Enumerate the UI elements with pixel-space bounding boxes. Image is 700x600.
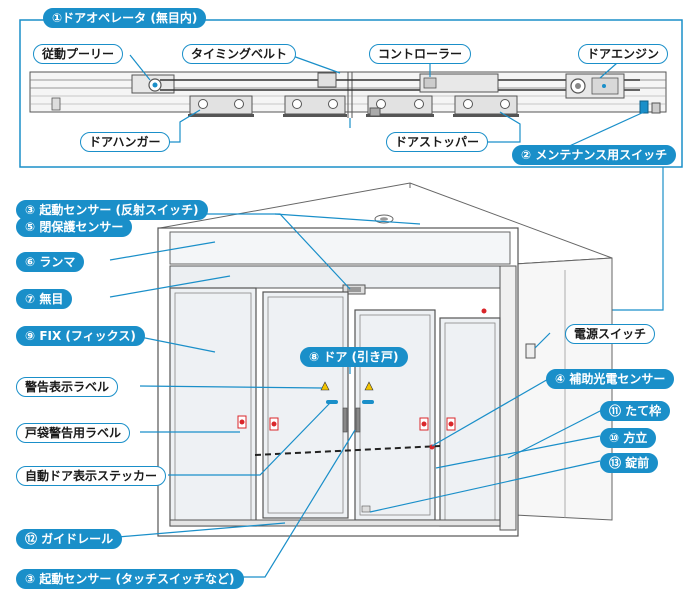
label-door-hanger: ドアハンガー bbox=[80, 132, 170, 152]
door-hanger-parts bbox=[188, 95, 519, 117]
guide-rail-part bbox=[169, 519, 501, 527]
label-activation-sensor-touch: ③ 起動センサー (タッチスイッチなど) bbox=[16, 569, 244, 589]
label-timing-belt: タイミングベルト bbox=[182, 44, 297, 64]
operator-title: ①ドアオペレータ (無目内) bbox=[43, 8, 207, 28]
label-transom: ⑥ ランマ bbox=[16, 252, 85, 272]
label-door-sliding: ⑧ ドア (引き戸) bbox=[300, 347, 408, 367]
operator-box bbox=[19, 19, 683, 168]
controller-part bbox=[419, 73, 499, 93]
label-driven-pulley: 従動プーリー bbox=[33, 44, 124, 64]
label-pocket-warning-label: 戸袋警告用ラベル bbox=[16, 423, 131, 443]
label-door-engine: ドアエンジン bbox=[578, 44, 669, 64]
label-vertical-frame: ⑪ たて枠 bbox=[600, 401, 671, 421]
sliding-doors bbox=[262, 291, 436, 521]
door-stopper-part bbox=[369, 107, 381, 117]
photo-sensor-beam bbox=[254, 445, 441, 456]
label-mullion: ⑩ 方立 bbox=[600, 428, 657, 448]
label-controller: コントローラー bbox=[369, 44, 472, 64]
maintenance-switch-part bbox=[639, 100, 661, 114]
label-header: ⑦ 無目 bbox=[16, 289, 73, 309]
front-leaders bbox=[109, 213, 603, 578]
label-fix-panel: ⑨ FIX (フィックス) bbox=[16, 326, 145, 346]
door-engine-part bbox=[565, 73, 625, 99]
door-stickers bbox=[237, 381, 456, 431]
label-auto-door-sticker: 自動ドア表示ステッカー bbox=[16, 466, 167, 486]
label-warning-label: 警告表示ラベル bbox=[16, 377, 119, 397]
label-closing-protection-sensor: ⑤ 閉保護センサー bbox=[16, 217, 133, 237]
label-door-stopper: ドアストッパー bbox=[386, 132, 489, 152]
label-power-switch: 電源スイッチ bbox=[565, 324, 656, 344]
fix-panels bbox=[169, 287, 501, 527]
label-lock: ⑬ 錠前 bbox=[600, 453, 659, 473]
label-guide-rail: ⑫ ガイドレール bbox=[16, 529, 123, 549]
label-auxiliary-photo-sensor: ④ 補助光電センサー bbox=[546, 369, 675, 389]
operator-leaders bbox=[129, 54, 645, 149]
label-maintenance-switch: ② メンテナンス用スイッチ bbox=[512, 145, 677, 165]
power-switch-part bbox=[525, 343, 536, 359]
